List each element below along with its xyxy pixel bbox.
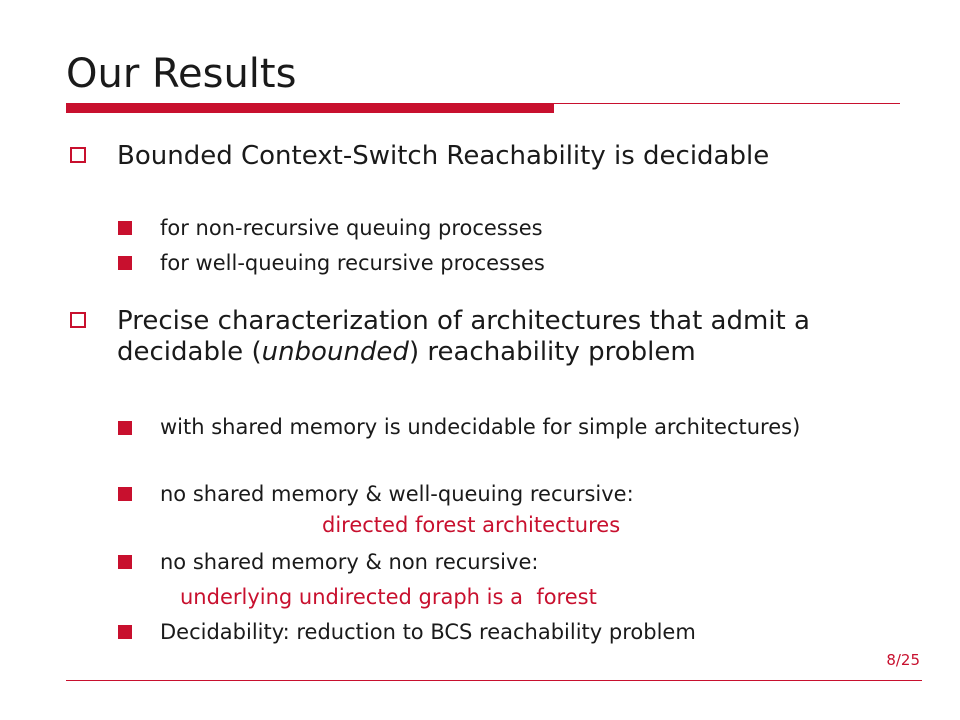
page-number: 8/25	[886, 651, 920, 669]
hollow-square-bullet-icon	[70, 147, 86, 163]
bullet-2-emphasis: unbounded	[261, 337, 409, 367]
bullet-1-text: Bounded Context-Switch Reachability is d…	[117, 141, 770, 171]
title-underline-thick	[66, 103, 554, 113]
square-bullet-icon	[118, 555, 132, 569]
bullet-2-text-before: Precise characterization of architecture…	[117, 306, 810, 367]
footer-rule	[66, 680, 922, 681]
hollow-square-bullet-icon	[70, 312, 86, 328]
bullet-2-text: Precise characterization of architecture…	[117, 306, 877, 368]
bullet-2-sub-2: no shared memory & well-queuing recursiv…	[160, 482, 634, 506]
square-bullet-icon	[118, 625, 132, 639]
bullet-2-sub-3: no shared memory & non recursive:	[160, 550, 539, 574]
square-bullet-icon	[118, 421, 132, 435]
title-underline-thin	[554, 103, 900, 104]
note-undirected-forest: underlying undirected graph is a forest	[180, 585, 597, 609]
square-bullet-icon	[118, 221, 132, 235]
bullet-2-sub-1: with shared memory is undecidable for si…	[160, 415, 801, 439]
bullet-2-sub-4: Decidability: reduction to BCS reachabil…	[160, 620, 696, 644]
slide-title: Our Results	[66, 51, 297, 97]
square-bullet-icon	[118, 487, 132, 501]
note-directed-forest: directed forest architectures	[322, 513, 621, 537]
bullet-1-sub-2: for well-queuing recursive processes	[160, 251, 545, 275]
square-bullet-icon	[118, 256, 132, 270]
bullet-2-text-after: ) reachability problem	[408, 337, 696, 367]
bullet-1-sub-1: for non-recursive queuing processes	[160, 216, 543, 240]
